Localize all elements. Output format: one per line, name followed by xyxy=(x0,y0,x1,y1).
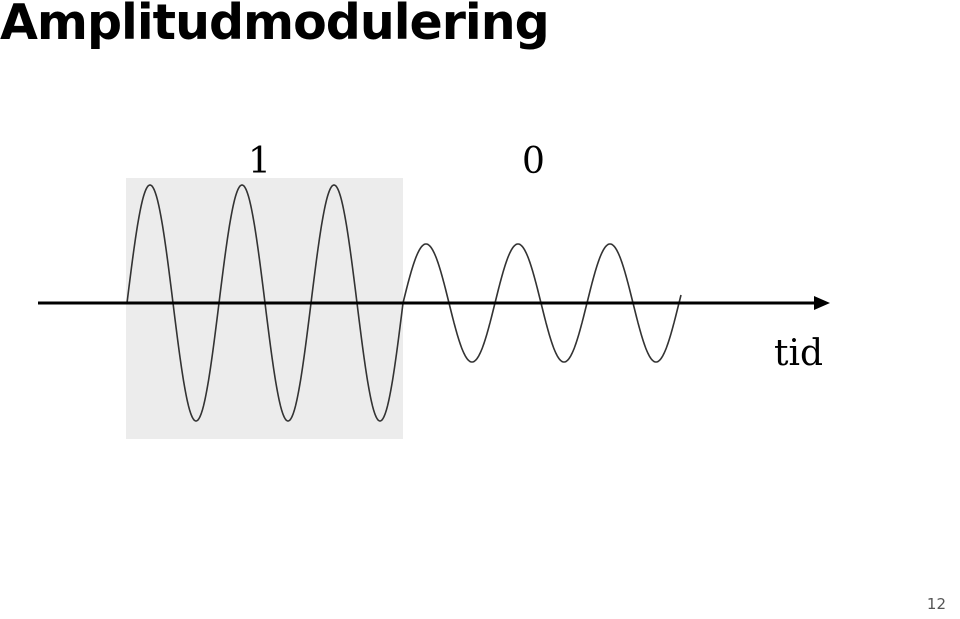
modulated-wave xyxy=(126,184,682,422)
bit-one-highlight xyxy=(126,178,403,439)
page-number: 12 xyxy=(926,595,946,613)
bit-label-one: 1 xyxy=(248,141,271,182)
bit-label-zero: 0 xyxy=(522,141,545,182)
time-axis-label: tid xyxy=(774,333,824,374)
time-axis-arrowhead xyxy=(814,296,830,310)
slide-title: Amplitudmodulering xyxy=(0,0,550,51)
